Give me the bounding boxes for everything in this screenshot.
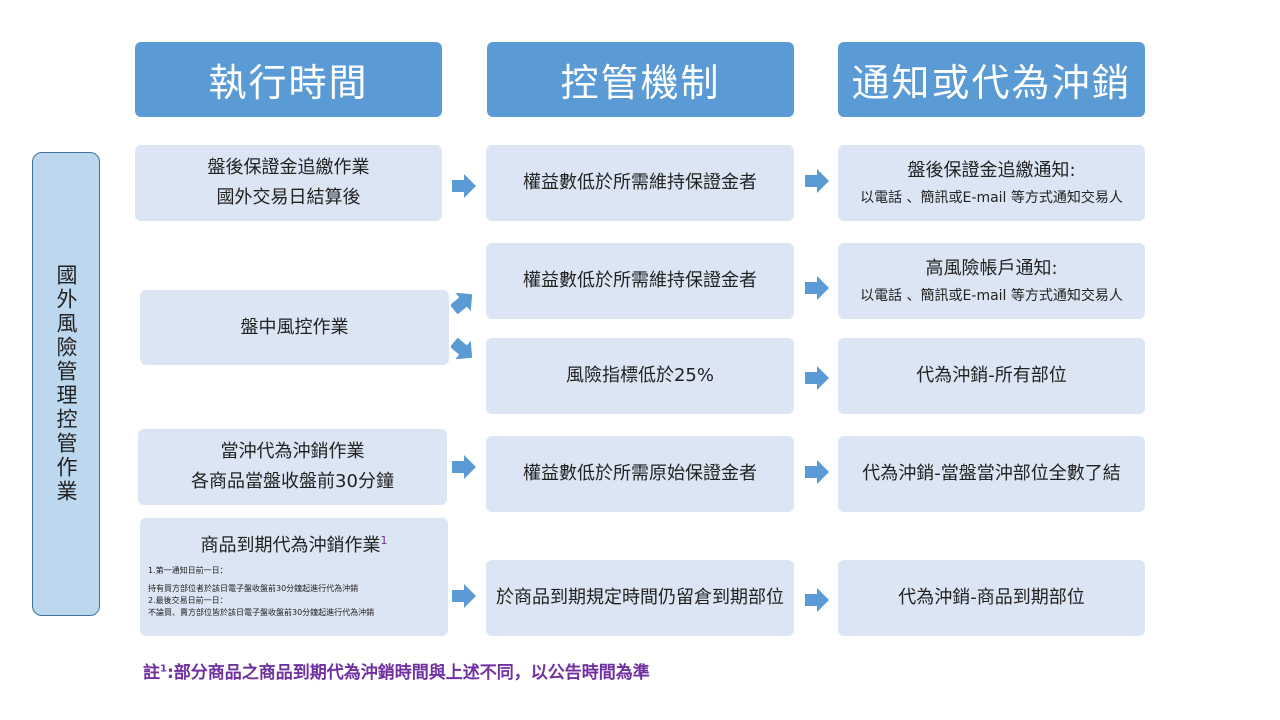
r2-notice-a-box: 高風險帳戶通知: 以電話 、簡訊或E-mail 等方式通知交易人	[838, 243, 1145, 319]
footnote-sup: 1	[160, 663, 167, 675]
arrow-right-icon	[805, 460, 829, 484]
r2-time-text: 盤中風控作業	[240, 316, 349, 338]
header-control-mechanism: 控管機制	[487, 42, 794, 117]
r4-time-detail-1: 1.第一通知日前一日：	[148, 566, 228, 575]
r4-time-sup: 1	[380, 534, 388, 547]
r1-notice-detail: 以電話 、簡訊或E-mail 等方式通知交易人	[860, 190, 1123, 206]
r4-time-title: 商品到期代為沖銷作業	[200, 535, 381, 556]
r4-notice-box: 代為沖銷-商品到期部位	[838, 560, 1145, 636]
arrow-right-icon	[805, 276, 829, 300]
r2-notice-b-text: 代為沖銷-所有部位	[916, 365, 1067, 386]
r3-control-box: 權益數低於所需原始保證金者	[486, 436, 794, 512]
r4-control-text: 於商品到期規定時間仍留倉到期部位	[496, 587, 784, 608]
r2-control-a-text: 權益數低於所需維持保證金者	[523, 270, 757, 291]
r2-notice-a-detail: 以電話 、簡訊或E-mail 等方式通知交易人	[860, 288, 1123, 304]
r1-control-text: 權益數低於所需維持保證金者	[523, 172, 757, 193]
arrow-right-icon	[452, 455, 476, 479]
r4-time-detail-4: 不論買、賣方部位皆於該日電子盤收盤前30分鐘起進行代為沖銷	[148, 608, 375, 617]
footnote: 註1:部分商品之商品到期代為沖銷時間與上述不同，以公告時間為準	[143, 658, 650, 683]
header-execution-time: 執行時間	[135, 42, 442, 117]
header-notice-or-liquidation: 通知或代為沖銷	[838, 42, 1145, 117]
r3-time-box: 當沖代為沖銷作業 各商品當盤收盤前30分鐘	[138, 429, 447, 505]
footnote-prefix: 註	[143, 663, 160, 683]
r3-control-text: 權益數低於所需原始保證金者	[523, 463, 757, 484]
r3-notice-box: 代為沖銷-當盤當沖部位全數了結	[838, 436, 1145, 512]
r1-time-line2: 國外交易日結算後	[216, 187, 361, 208]
r1-time-box: 盤後保證金追繳作業 國外交易日結算後	[135, 145, 442, 221]
r2-notice-b-box: 代為沖銷-所有部位	[838, 338, 1145, 414]
r3-time-line1: 當沖代為沖銷作業	[220, 441, 365, 462]
arrow-right-icon	[452, 174, 476, 198]
r2-control-b-text: 風險指標低於25%	[565, 365, 714, 386]
arrow-right-icon	[805, 169, 829, 193]
r2-control-a-box: 權益數低於所需維持保證金者	[486, 243, 794, 319]
side-label: 國外風險管理控管作業	[54, 264, 78, 504]
r1-notice-box: 盤後保證金追繳通知: 以電話 、簡訊或E-mail 等方式通知交易人	[838, 145, 1145, 221]
r1-control-box: 權益數低於所需維持保證金者	[486, 145, 794, 221]
r4-time-box: 商品到期代為沖銷作業1 1.第一通知日前一日： 持有買方部位者於該日電子盤收盤前…	[140, 518, 448, 636]
arrow-right-icon	[805, 588, 829, 612]
r4-time-detail-2: 持有買方部位者於該日電子盤收盤前30分鐘起進行代為沖銷	[148, 584, 359, 593]
arrow-right-icon	[805, 366, 829, 390]
r4-control-box: 於商品到期規定時間仍留倉到期部位	[486, 560, 794, 636]
r3-notice-text: 代為沖銷-當盤當沖部位全數了結	[862, 463, 1121, 484]
r1-time-line1: 盤後保證金追繳作業	[207, 157, 370, 178]
arrow-down-right-icon	[451, 338, 473, 360]
r4-notice-text: 代為沖銷-商品到期部位	[898, 587, 1085, 608]
arrow-right-icon	[452, 584, 476, 608]
r4-time-detail-3: 2.最後交易日前一日：	[148, 596, 228, 605]
arrow-up-right-icon	[451, 292, 473, 314]
r2-time-box: 盤中風控作業	[140, 290, 449, 365]
r4-time-title-wrap: 商品到期代為沖銷作業1	[201, 526, 388, 561]
r3-time-line2: 各商品當盤收盤前30分鐘	[191, 471, 394, 492]
r2-control-b-box: 風險指標低於25%	[486, 338, 794, 414]
r1-notice-title: 盤後保證金追繳通知:	[907, 160, 1076, 181]
r2-notice-a-title: 高風險帳戶通知:	[925, 258, 1058, 279]
side-label-box: 國外風險管理控管作業	[32, 152, 100, 616]
footnote-text: :部分商品之商品到期代為沖銷時間與上述不同，以公告時間為準	[166, 663, 650, 683]
